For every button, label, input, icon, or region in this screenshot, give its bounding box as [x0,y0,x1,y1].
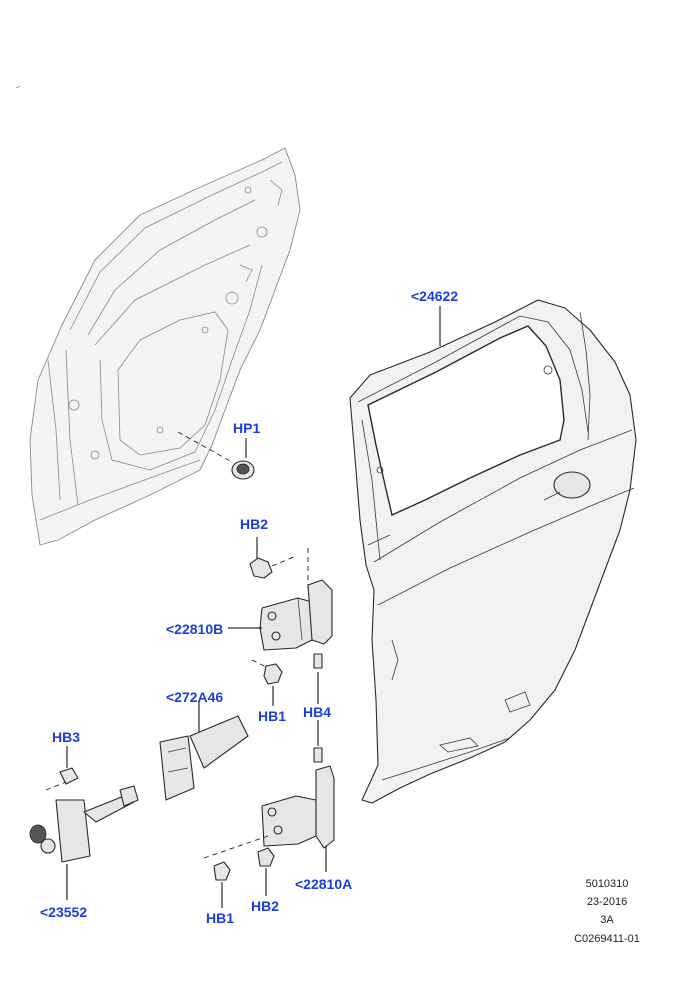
callout-bolt-upper: HB2 [240,516,269,532]
callout-hinge-upper: <22810B [166,621,224,637]
callout-seal: <24622 [411,288,459,304]
callout-bolt-lower-mid: HB2 [251,898,280,914]
callout-bolt-upper-hinge: HB1 [258,708,287,724]
lower-hinge-bolts [213,847,275,908]
lower-hinge [203,765,335,872]
upper-hinge-lower-bolt [251,659,283,706]
door-check-strap [29,746,139,900]
callout-check-bolt: HB3 [52,729,81,745]
callout-pin-nut: HB4 [303,704,332,720]
illustration-id: C0269411-01 [574,933,640,945]
reference-date: 23-2016 [586,896,628,908]
corner-mark [15,85,21,89]
reference-revision: 3A [600,914,614,926]
callout-check-strap: <23552 [40,904,88,920]
hinge-pin-nut [313,653,323,763]
callout-bolt-lower-left: HB1 [206,910,235,926]
door-plug [177,431,255,480]
upper-hinge-bolt [249,537,297,579]
inner-door-frame [29,147,301,546]
check-strap-cover [159,700,249,801]
upper-hinge [228,548,333,651]
callout-plug: HP1 [233,420,261,436]
callout-hinge-lower: <22810A [295,876,353,892]
reference-code: 5010310 [585,878,629,890]
callout-check-cover: <272A46 [166,689,224,705]
rear-door-shell [349,299,637,804]
